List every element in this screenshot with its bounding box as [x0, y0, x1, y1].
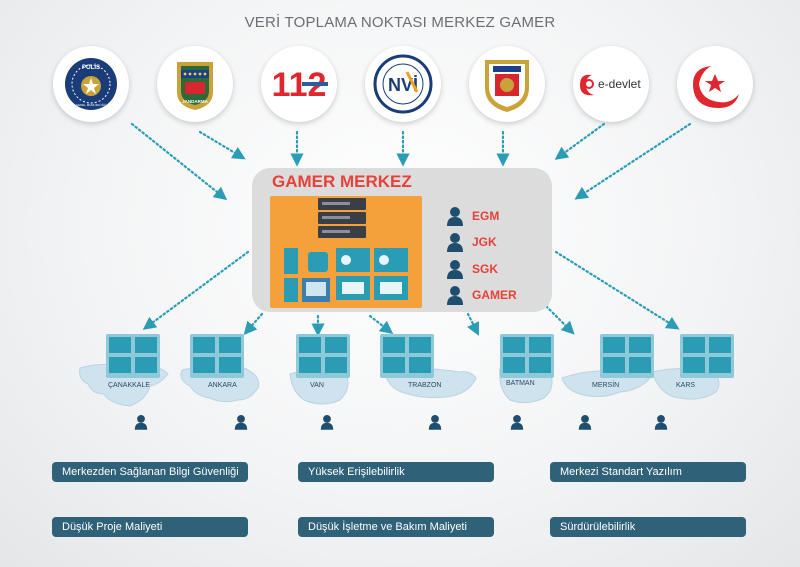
- unit-label: GAMER: [472, 288, 517, 302]
- person-icon: [447, 260, 463, 279]
- person-icon: [447, 207, 463, 226]
- center-title: GAMER MERKEZ: [272, 172, 412, 191]
- arrow-ankara: [243, 312, 264, 335]
- person-icon: [134, 415, 148, 430]
- feature-surdurulebilirlik: Sürdürülebilirlik: [550, 517, 746, 537]
- person-icon: [234, 415, 248, 430]
- person-icon: [447, 233, 463, 252]
- unit-gamer: GAMER: [446, 285, 517, 305]
- sahil-guvenlik-logo: [469, 46, 545, 122]
- person-icon: [428, 415, 442, 430]
- polis-logo: POLİS GENEL MÜDÜRLÜĞÜ: [53, 46, 129, 122]
- jandarma-shield-icon: JANDARMA: [177, 62, 213, 110]
- emergency-112-icon: 112: [272, 66, 328, 104]
- person-icon: [654, 415, 668, 430]
- city-label-batman: BATMAN: [506, 380, 535, 387]
- pc-cluster-icon: [680, 334, 734, 378]
- e-devlet-logo: e-devlet: [573, 46, 649, 122]
- city-label-canakkale: ÇANAKKALE: [108, 382, 151, 389]
- arrow-canakkale: [142, 250, 250, 330]
- pc-cluster-icon: [600, 334, 654, 378]
- pc-cluster-icon: [380, 334, 434, 378]
- crescent-star-icon: [693, 66, 739, 108]
- city-label-mersin: MERSİN: [592, 382, 620, 389]
- arrow-kars: [554, 250, 680, 330]
- feature-dusuk-proje-maliyeti: Düşük Proje Maliyeti: [52, 517, 248, 537]
- server-equipment-icon: [284, 198, 408, 302]
- coast-guard-shield-icon: [485, 60, 529, 112]
- police-badge-icon: POLİS GENEL MÜDÜRLÜĞÜ: [65, 58, 117, 110]
- nvi-emblem-icon: NVİ: [373, 54, 433, 114]
- nvi-logo: NVİ: [365, 46, 441, 122]
- jandarma-text: JANDARMA: [182, 99, 209, 104]
- turkey-flag-logo: [677, 46, 753, 122]
- arrow-polis: [130, 122, 228, 201]
- unit-egm: EGM: [446, 206, 499, 226]
- pc-cluster-icon: [106, 334, 160, 378]
- polis-text: POLİS: [82, 64, 100, 71]
- city-label-trabzon: TRABZON: [408, 382, 442, 389]
- person-icon: [320, 415, 334, 430]
- polis-subtext: GENEL MÜDÜRLÜĞÜ: [76, 102, 106, 107]
- pc-cluster-icon: [296, 334, 350, 378]
- diagram-title: VERİ TOPLAMA NOKTASI MERKEZ GAMER: [244, 14, 556, 31]
- person-icon: [510, 415, 524, 430]
- feature-standart-yazilim: Merkezi Standart Yazılım: [550, 462, 746, 482]
- arrow-flag: [574, 122, 692, 200]
- e-devlet-text: e-devlet: [598, 77, 641, 91]
- person-icon: [578, 415, 592, 430]
- pc-cluster-icon: [190, 334, 244, 378]
- city-label-ankara: ANKARA: [208, 382, 237, 389]
- unit-jgk: JGK: [446, 232, 497, 252]
- feature-yuksek-erisilebilirlik: Yüksek Erişilebilirlik: [298, 462, 494, 482]
- city-label-kars: KARS: [676, 382, 696, 389]
- arrow-batman: [466, 312, 479, 336]
- unit-sgk: SGK: [446, 259, 498, 279]
- jandarma-logo: JANDARMA: [157, 46, 233, 122]
- arrow-edevlet: [554, 122, 606, 160]
- city-label-van: VAN: [310, 382, 324, 389]
- arrow-jandarma: [198, 130, 246, 160]
- unit-label: SGK: [472, 262, 499, 276]
- pc-cluster-icon: [500, 334, 554, 378]
- arrow-trabzon: [368, 314, 394, 335]
- e-devlet-icon: e-devlet: [580, 74, 641, 96]
- feature-bilgi-guvenligi: Merkezden Sağlanan Bilgi Güvenliği: [52, 462, 248, 482]
- unit-label: EGM: [472, 209, 500, 223]
- unit-label: JGK: [472, 235, 497, 249]
- feature-dusuk-isletme-maliyeti: Düşük İşletme ve Bakım Maliyeti: [298, 517, 494, 537]
- 112-logo: 112: [261, 46, 337, 122]
- person-icon: [447, 286, 463, 305]
